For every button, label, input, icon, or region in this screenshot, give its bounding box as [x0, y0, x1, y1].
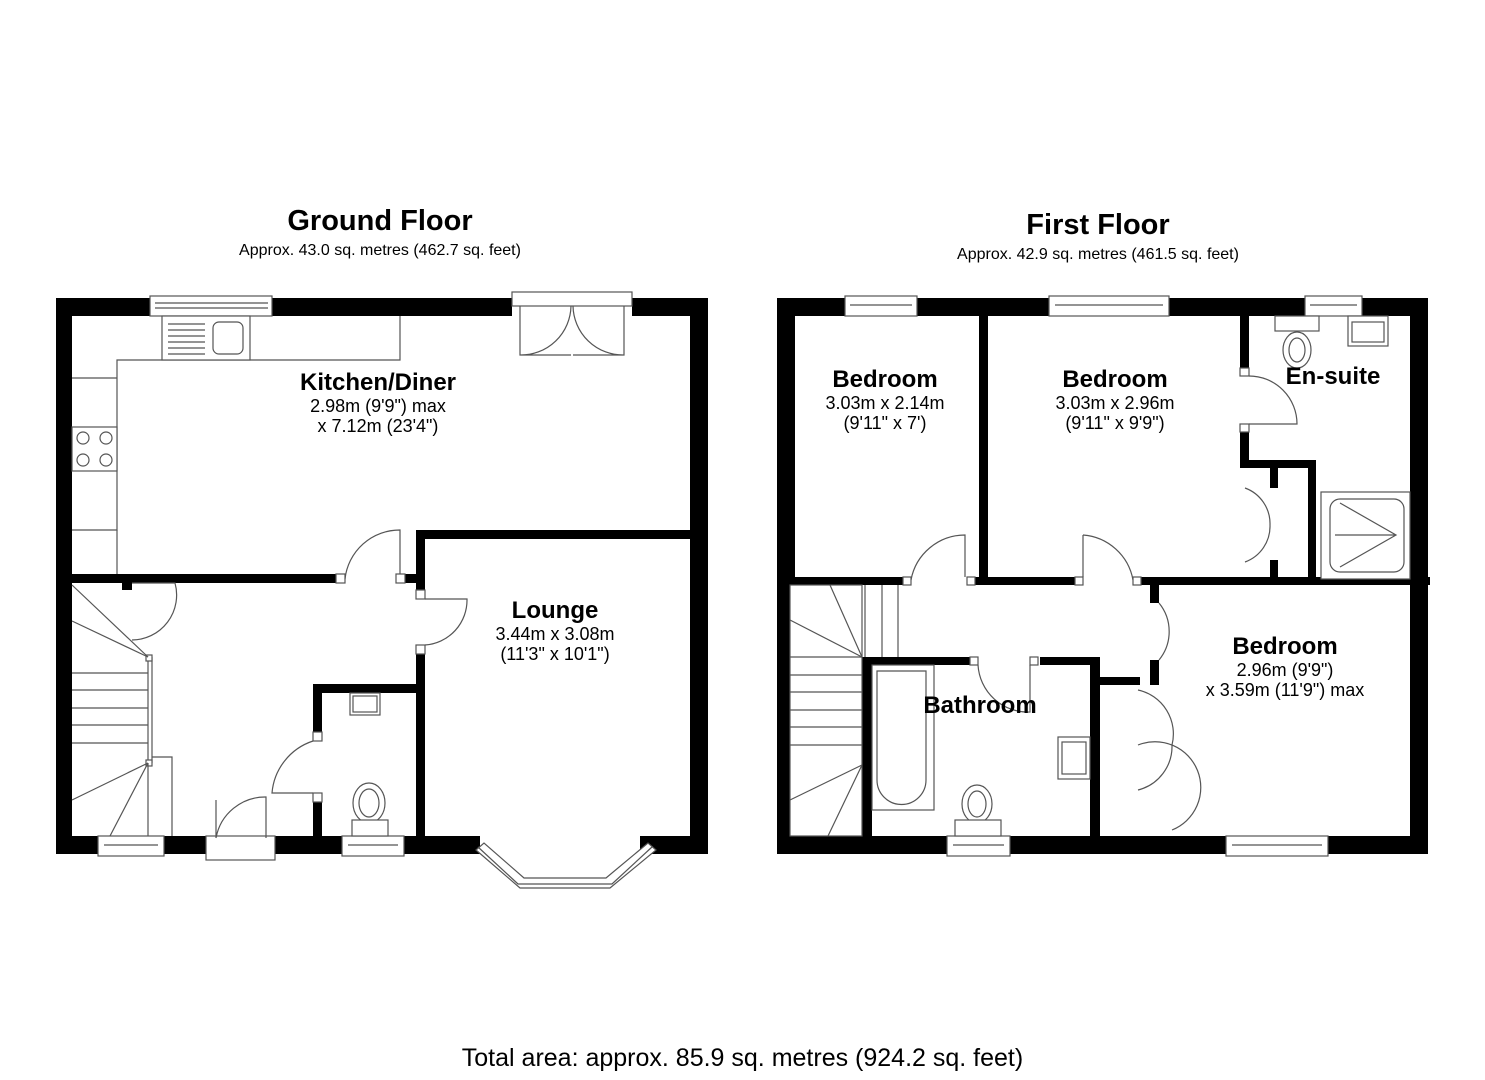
room-kitchen-diner: Kitchen/Diner 2.98m (9'9") max x 7.12m (…: [248, 369, 508, 437]
room-dimension: (9'11" x 7'): [843, 413, 927, 433]
staircase-first: [789, 584, 899, 837]
ground-floor-plan: [56, 291, 708, 889]
room-dimension: 2.96m (9'9"): [1236, 660, 1334, 680]
room-dimension: x 7.12m (23'4"): [317, 416, 439, 436]
room-en-suite: En-suite: [1268, 364, 1398, 390]
room-dimension: 3.03m x 2.14m: [825, 393, 945, 413]
room-name: Bedroom: [1062, 366, 1168, 393]
room-dimension: x 3.59m (11'9") max: [1205, 680, 1365, 700]
staircase-ground: [71, 584, 173, 837]
room-dimension: 3.03m x 2.96m: [1055, 393, 1175, 413]
ground-floor-area: Approx. 43.0 sq. metres (462.7 sq. feet): [239, 242, 521, 259]
room-dimension: (11'3" x 10'1"): [500, 644, 610, 664]
first-floor-area: Approx. 42.9 sq. metres (461.5 sq. feet): [957, 246, 1239, 263]
room-bedroom-1: Bedroom 3.03m x 2.14m (9'11" x 7'): [795, 366, 975, 434]
room-name: Bedroom: [832, 366, 938, 393]
room-bedroom-2: Bedroom 3.03m x 2.96m (9'11" x 9'9"): [1020, 366, 1210, 434]
room-name: Lounge: [511, 597, 599, 624]
room-bathroom: Bathroom: [905, 693, 1055, 719]
first-floor-plan: [777, 295, 1430, 857]
first-floor-title: First Floor: [1026, 209, 1170, 241]
room-name: En-suite: [1285, 363, 1381, 390]
room-lounge: Lounge 3.44m x 3.08m (11'3" x 10'1"): [460, 597, 650, 665]
ground-floor-title: Ground Floor: [287, 205, 473, 237]
room-name: Kitchen/Diner: [299, 369, 457, 396]
total-area: Total area: approx. 85.9 sq. metres (924…: [461, 1044, 1024, 1072]
room-dimension: 2.98m (9'9") max: [310, 396, 446, 416]
room-dimension: 3.44m x 3.08m: [495, 624, 615, 644]
room-name: Bathroom: [923, 692, 1037, 719]
room-dimension: (9'11" x 9'9"): [1065, 413, 1165, 433]
room-bedroom-3: Bedroom 2.96m (9'9") x 3.59m (11'9") max: [1170, 633, 1400, 701]
room-name: Bedroom: [1232, 633, 1338, 660]
